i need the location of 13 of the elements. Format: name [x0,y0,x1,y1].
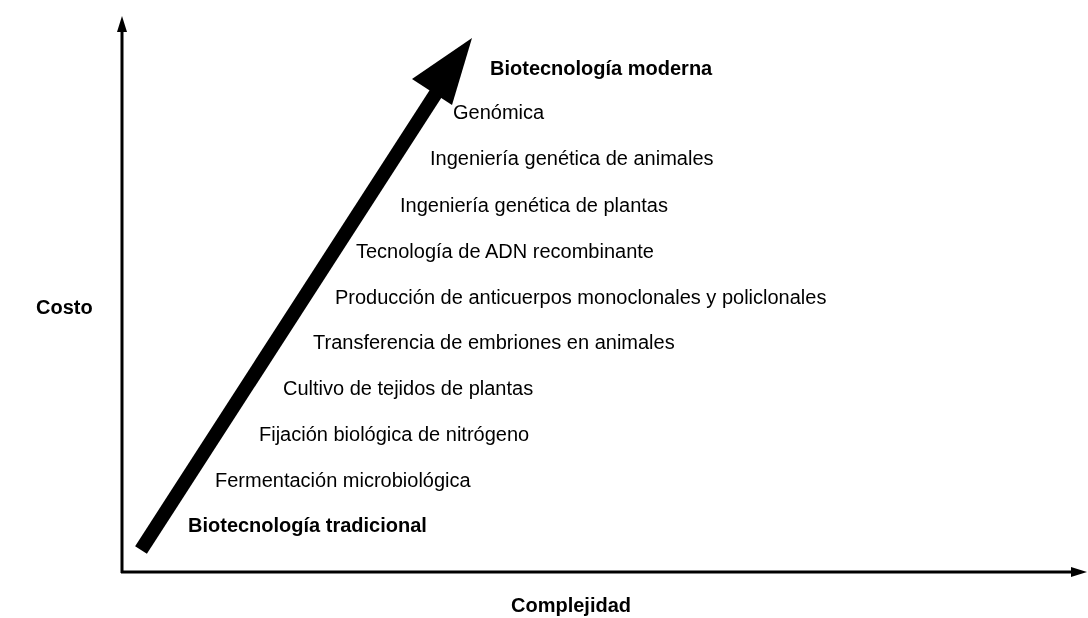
technique-label: Ingeniería genética de plantas [400,193,668,217]
technique-label: Cultivo de tejidos de plantas [283,376,534,400]
stage-heading: Biotecnología tradicional [188,513,427,537]
technique-label: Ingeniería genética de animales [430,146,714,170]
technique-label: Genómica [453,100,545,124]
stage-heading: Biotecnología moderna [490,56,713,80]
axis-label: Complejidad [511,593,631,617]
technique-label: Producción de anticuerpos monoclonales y policlonales [335,285,827,309]
technique-label: Fermentación microbiológica [215,468,471,492]
axis-label: Costo [36,295,93,319]
technique-label: Tecnología de ADN recombinante [356,239,654,263]
technique-label: Transferencia de embriones en animales [313,330,675,354]
technique-label: Fijación biológica de nitrógeno [259,422,530,446]
